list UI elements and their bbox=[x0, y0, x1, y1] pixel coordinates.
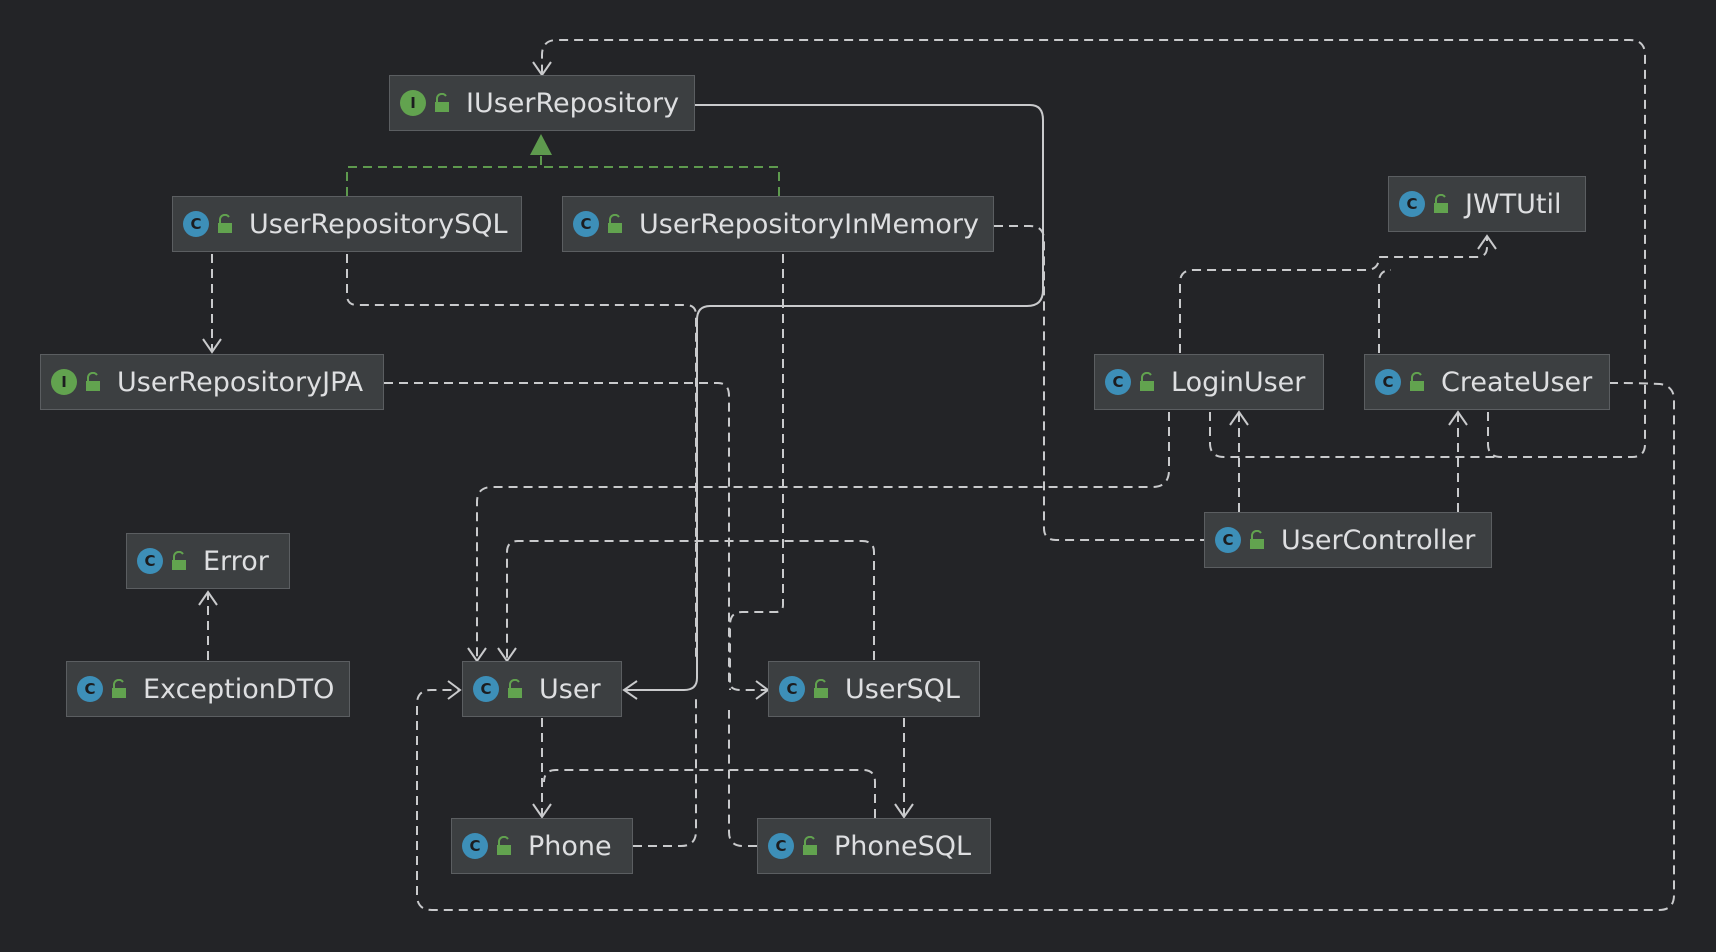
node-label: Error bbox=[203, 545, 269, 577]
node-createuser[interactable]: C CreateUser bbox=[1364, 354, 1610, 410]
node-userrepositorysql[interactable]: C UserRepositorySQL bbox=[172, 196, 522, 252]
lock-open-icon bbox=[112, 679, 126, 698]
node-label: ExceptionDTO bbox=[143, 673, 335, 705]
node-usersql[interactable]: C UserSQL bbox=[768, 661, 980, 717]
lock-open-icon bbox=[172, 551, 186, 570]
node-label: UserController bbox=[1281, 524, 1476, 556]
edge-login-to-user bbox=[476, 412, 1170, 660]
edge-create-to-jwt bbox=[1378, 269, 1392, 353]
edge-repomem-to-controller bbox=[994, 225, 1204, 541]
node-label: UserRepositorySQL bbox=[249, 208, 508, 240]
node-userrepositoryjpa[interactable]: I UserRepositoryJPA bbox=[40, 354, 384, 410]
lock-open-icon bbox=[1140, 372, 1154, 391]
edge-create-to-iuserrepo bbox=[541, 39, 1646, 458]
arrowhead-error bbox=[198, 590, 218, 606]
node-label: IUserRepository bbox=[466, 87, 680, 119]
class-badge-icon: C bbox=[768, 833, 794, 859]
arrowhead-user-right bbox=[622, 680, 638, 700]
node-exceptiondto[interactable]: C ExceptionDTO bbox=[66, 661, 350, 717]
edge-repojpa-to-usersql bbox=[384, 382, 768, 691]
class-badge-icon: C bbox=[1399, 191, 1425, 217]
interface-badge-icon: I bbox=[51, 369, 77, 395]
implements-arrowhead bbox=[530, 134, 552, 155]
lock-open-icon bbox=[608, 214, 622, 233]
edge-iuserrepo-to-user bbox=[624, 104, 1044, 691]
edge-repomem-implements-iuserrepo bbox=[541, 166, 780, 196]
node-label: User bbox=[539, 673, 601, 705]
node-jwtutil[interactable]: C JWTUtil bbox=[1388, 176, 1586, 232]
node-phonesql[interactable]: C PhoneSQL bbox=[757, 818, 991, 874]
arrowhead-user-left bbox=[447, 680, 462, 700]
edge-repomem-to-user bbox=[729, 254, 784, 690]
node-label: UserRepositoryJPA bbox=[117, 366, 364, 398]
edge-reposql-to-user bbox=[346, 254, 697, 660]
node-label: UserRepositoryInMemory bbox=[639, 208, 979, 240]
arrowhead-login bbox=[1229, 410, 1249, 426]
node-error[interactable]: C Error bbox=[126, 533, 290, 589]
edge-login-to-jwt bbox=[1179, 236, 1488, 353]
class-badge-icon: C bbox=[573, 211, 599, 237]
interface-badge-icon: I bbox=[400, 90, 426, 116]
lock-open-icon bbox=[508, 679, 522, 698]
class-badge-icon: C bbox=[137, 548, 163, 574]
lock-open-icon bbox=[497, 836, 511, 855]
node-iuserrepository[interactable]: I IUserRepository bbox=[389, 75, 695, 131]
node-label: LoginUser bbox=[1171, 366, 1306, 398]
arrowhead-jwt bbox=[1477, 234, 1497, 250]
edge-phone-to-user bbox=[633, 698, 697, 847]
lock-open-icon bbox=[814, 679, 828, 698]
arrowhead-phone bbox=[532, 803, 552, 819]
node-loginuser[interactable]: C LoginUser bbox=[1094, 354, 1324, 410]
node-usercontroller[interactable]: C UserController bbox=[1204, 512, 1492, 568]
edge-create-to-user bbox=[416, 382, 1675, 911]
node-label: JWTUtil bbox=[1465, 188, 1562, 220]
class-badge-icon: C bbox=[77, 676, 103, 702]
class-badge-icon: C bbox=[1105, 369, 1131, 395]
edge-phonesql-to-usersql bbox=[728, 710, 757, 847]
lock-open-icon bbox=[218, 214, 232, 233]
class-badge-icon: C bbox=[1215, 527, 1241, 553]
lock-open-icon bbox=[1250, 530, 1264, 549]
node-label: CreateUser bbox=[1441, 366, 1593, 398]
lock-open-icon bbox=[1410, 372, 1424, 391]
node-userrepositoryinmemory[interactable]: C UserRepositoryInMemory bbox=[562, 196, 994, 252]
arrowhead-repojpa bbox=[202, 338, 222, 354]
node-label: UserSQL bbox=[845, 673, 960, 705]
class-badge-icon: C bbox=[779, 676, 805, 702]
lock-open-icon bbox=[435, 93, 449, 112]
edge-usersql-to-user bbox=[506, 540, 875, 660]
node-user[interactable]: C User bbox=[462, 661, 622, 717]
edge-login-to-iuserrepo bbox=[1209, 412, 1500, 458]
node-label: PhoneSQL bbox=[834, 830, 972, 862]
node-phone[interactable]: C Phone bbox=[451, 818, 633, 874]
class-badge-icon: C bbox=[473, 676, 499, 702]
arrowhead-create bbox=[1448, 410, 1468, 426]
lock-open-icon bbox=[1434, 194, 1448, 213]
lock-open-icon bbox=[86, 372, 100, 391]
class-badge-icon: C bbox=[462, 833, 488, 859]
lock-open-icon bbox=[803, 836, 817, 855]
node-label: Phone bbox=[528, 830, 612, 862]
edge-phonesql-to-phone bbox=[543, 769, 876, 818]
class-badge-icon: C bbox=[1375, 369, 1401, 395]
class-badge-icon: C bbox=[183, 211, 209, 237]
edge-reposql-implements-iuserrepo bbox=[346, 143, 542, 196]
arrowhead-phonesql bbox=[894, 803, 914, 819]
